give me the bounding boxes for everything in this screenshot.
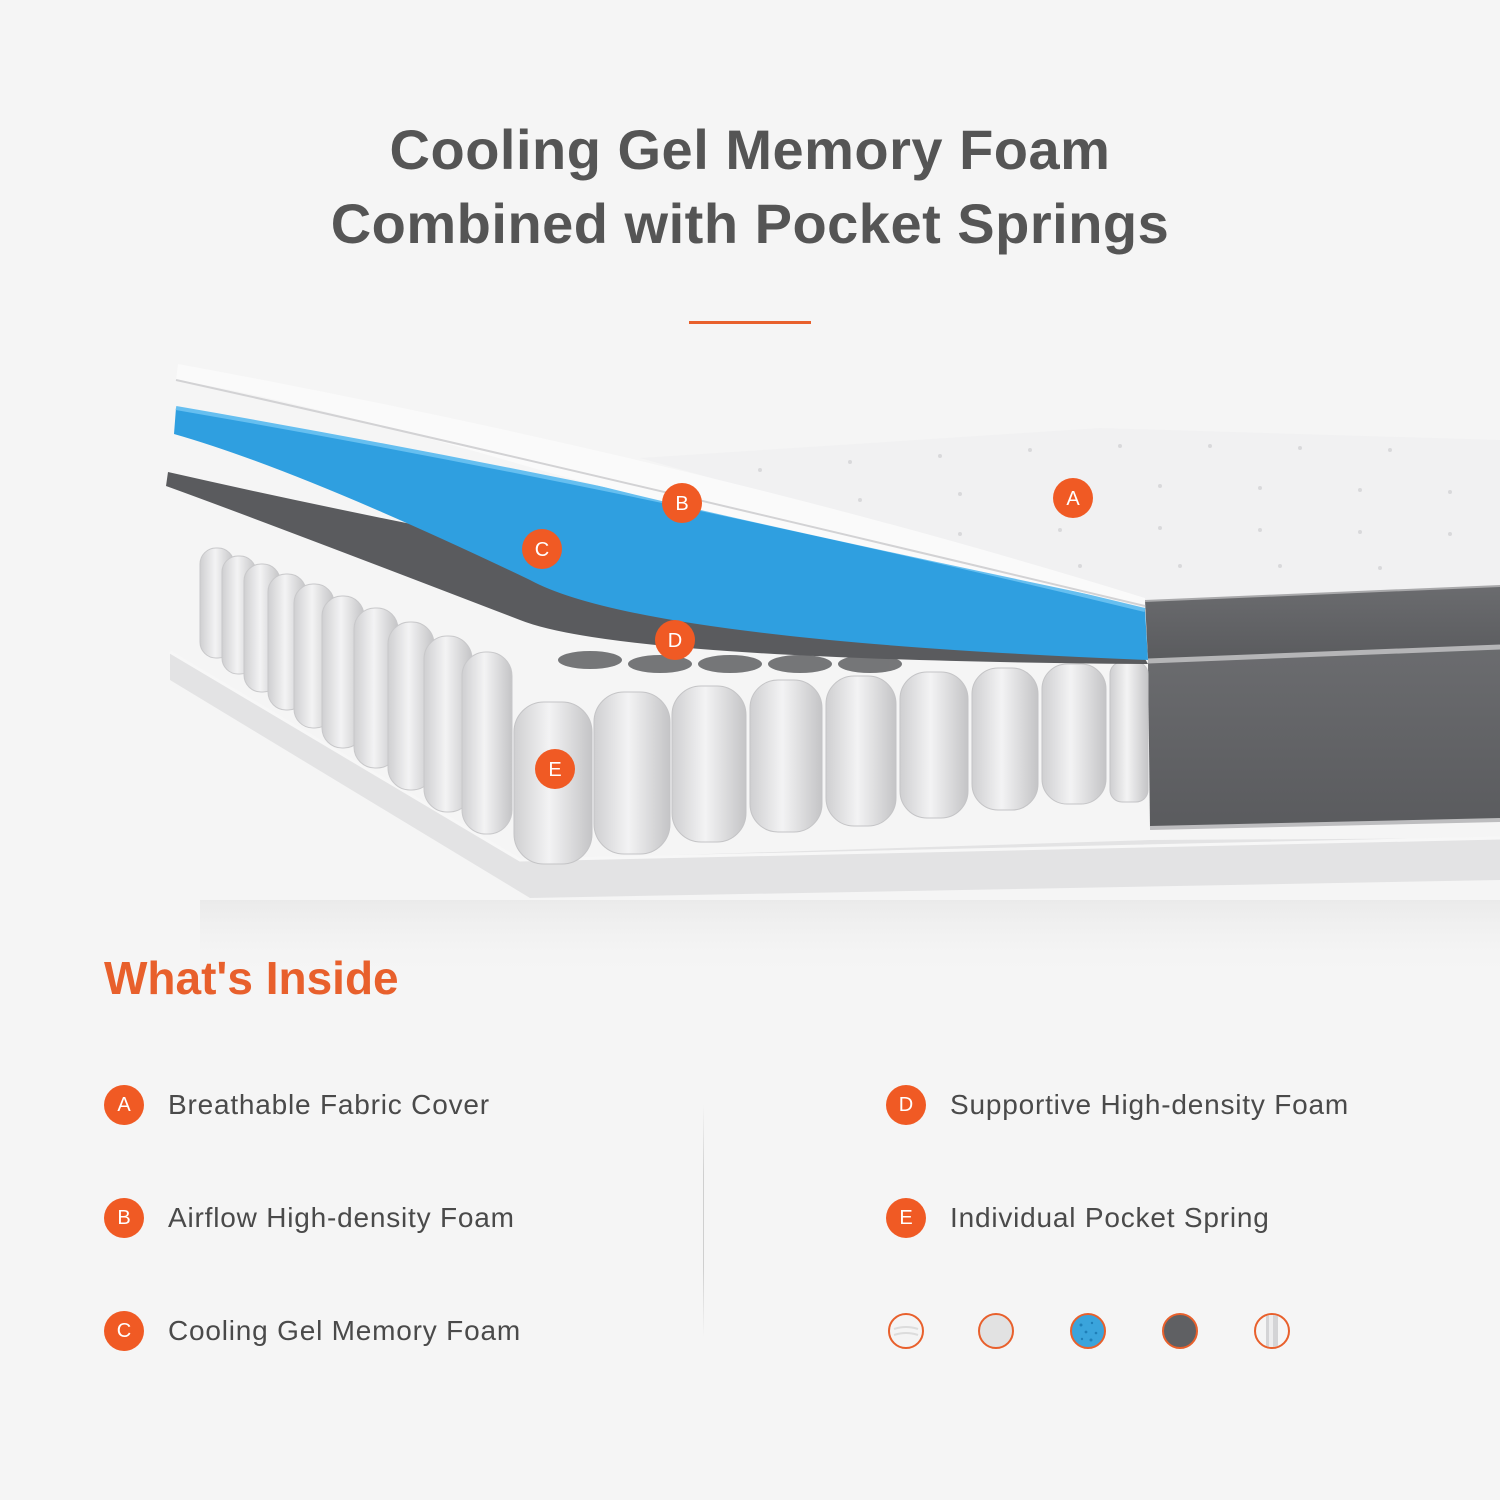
- marker-d-label: D: [668, 630, 682, 652]
- mattress-layers-illustration: A B C D E: [166, 364, 1500, 980]
- marker-c-label: C: [535, 539, 549, 561]
- diagram-marker-a: A: [1053, 478, 1093, 518]
- spring-row-front: [513, 661, 1149, 865]
- quilting-dots: [758, 444, 1452, 570]
- legend-label-d: Supportive High-density Foam: [950, 1089, 1350, 1120]
- diagram-marker-b: B: [662, 483, 702, 523]
- page-title-line-1: Cooling Gel Memory Foam: [389, 118, 1111, 181]
- gel-foam-layer: [174, 408, 1148, 660]
- support-foam-swatch-icon: [1162, 1313, 1198, 1349]
- floor-reflection: [200, 900, 1500, 980]
- diagram-marker-c: C: [522, 529, 562, 569]
- gel-foam-swatch-icon: [1070, 1313, 1106, 1349]
- mattress-side-upper: [1145, 585, 1500, 660]
- pocket-spring-swatch-icon: [1254, 1313, 1290, 1349]
- airflow-foam-swatch-icon: [978, 1313, 1014, 1349]
- mattress-side-lower: [1148, 648, 1500, 828]
- title-underline: [689, 321, 811, 324]
- legend-badge-b: B: [104, 1198, 144, 1238]
- marker-a-label: A: [1066, 488, 1080, 510]
- legend-label-e: Individual Pocket Spring: [950, 1202, 1270, 1233]
- fabric-cover-swatch-icon: [888, 1313, 924, 1349]
- marker-b-label: B: [675, 493, 688, 515]
- section-title: What's Inside: [104, 952, 399, 1004]
- legend-badge-a: A: [104, 1085, 144, 1125]
- legend-label-b: Airflow High-density Foam: [168, 1202, 515, 1233]
- legend-badge-e: E: [886, 1198, 926, 1238]
- marker-e-label: E: [548, 759, 561, 781]
- diagram-marker-d: D: [655, 620, 695, 660]
- spring-rows-back: [199, 547, 513, 835]
- diagram-marker-e: E: [535, 749, 575, 789]
- spring-tops: [558, 651, 902, 673]
- base-board: [170, 652, 1500, 898]
- legend-label-a: Breathable Fabric Cover: [168, 1089, 490, 1120]
- airflow-foam-layer: [176, 364, 1145, 606]
- legend-badge-d: D: [886, 1085, 926, 1125]
- legend-badge-c: C: [104, 1311, 144, 1351]
- legend-label-c: Cooling Gel Memory Foam: [168, 1315, 521, 1346]
- page-title-line-2: Combined with Pocket Springs: [330, 192, 1170, 255]
- legend-divider: [703, 1105, 704, 1337]
